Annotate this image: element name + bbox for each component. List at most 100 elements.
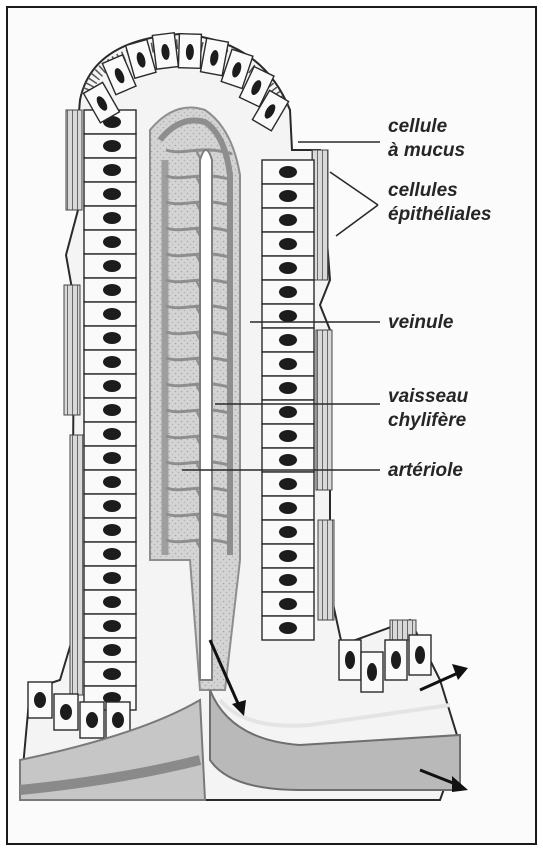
leader-epithelial-upper [330, 172, 378, 205]
cell-nucleus [103, 380, 121, 392]
cell-nucleus [103, 284, 121, 296]
cell-nucleus [103, 500, 121, 512]
lacteal-vessel [200, 150, 212, 680]
cell-nucleus [279, 334, 297, 346]
epithelial-cell [84, 542, 136, 566]
cell-nucleus [112, 712, 124, 728]
epithelial-cell [84, 566, 136, 590]
epithelial-cell [28, 682, 52, 718]
epithelial-cell [262, 616, 314, 640]
cell-nucleus [279, 550, 297, 562]
cell-nucleus [103, 236, 121, 248]
epithelial-cell [84, 350, 136, 374]
epithelial-cell [262, 448, 314, 472]
epithelial-cell [84, 662, 136, 686]
label-epithelial-line2: épithéliales [388, 204, 492, 225]
cell-nucleus [391, 651, 401, 669]
epithelial-cell [84, 518, 136, 542]
label-lacteal-line2: chylifère [388, 410, 467, 431]
epithelial-cell [84, 614, 136, 638]
cell-nucleus [279, 358, 297, 370]
epithelial-cell [84, 398, 136, 422]
cell-nucleus [103, 212, 121, 224]
epithelial-cell [54, 694, 78, 730]
epithelial-cell [262, 472, 314, 496]
cell-nucleus [60, 704, 72, 720]
label-mucus-cell-line1: cellule [388, 116, 448, 137]
epithelial-cell [84, 254, 136, 278]
arrow-head-right-icon [452, 664, 468, 680]
epithelial-cell [80, 702, 104, 738]
epithelial-cell [262, 184, 314, 208]
epithelial-cell [262, 352, 314, 376]
cell-nucleus [279, 262, 297, 274]
cell-nucleus [279, 406, 297, 418]
epithelial-cell [262, 208, 314, 232]
labels: cellule à mucus cellules épithéliales ve… [388, 116, 492, 481]
epithelial-cell [262, 424, 314, 448]
cell-nucleus [345, 651, 355, 669]
cell-nucleus [279, 454, 297, 466]
cell-nucleus [103, 164, 121, 176]
epithelial-cell [84, 302, 136, 326]
epithelial-cell [262, 544, 314, 568]
cell-nucleus [279, 478, 297, 490]
epithelial-cell [262, 376, 314, 400]
epithelial-cell [84, 470, 136, 494]
epithelial-cell [84, 278, 136, 302]
cell-nucleus [103, 404, 121, 416]
epithelial-cell [152, 33, 178, 69]
cell-nucleus [103, 644, 121, 656]
epithelial-cell [84, 422, 136, 446]
cell-nucleus [103, 260, 121, 272]
cell-nucleus [103, 356, 121, 368]
cell-nucleus [279, 190, 297, 202]
cell-nucleus [34, 692, 46, 708]
cell-nucleus [279, 622, 297, 634]
label-lacteal-line1: vaisseau [388, 386, 469, 407]
epithelial-cell [84, 494, 136, 518]
cell-nucleus [279, 430, 297, 442]
epithelial-cell [178, 34, 201, 69]
cell-nucleus [103, 140, 121, 152]
cell-nucleus [103, 620, 121, 632]
epithelial-cell [84, 158, 136, 182]
epithelial-cell [84, 374, 136, 398]
cell-nucleus [86, 712, 98, 728]
cell-nucleus [103, 332, 121, 344]
cell-nucleus [415, 646, 425, 664]
cell-nucleus [103, 476, 121, 488]
epithelial-cell [262, 304, 314, 328]
cell-nucleus [103, 668, 121, 680]
cell-nucleus [103, 572, 121, 584]
label-epithelial-line1: cellules [388, 180, 458, 201]
cell-nucleus [279, 502, 297, 514]
epithelial-cell [262, 496, 314, 520]
epithelial-cell [84, 446, 136, 470]
cell-nucleus [279, 286, 297, 298]
epithelial-cell [262, 232, 314, 256]
epithelial-cell [385, 640, 407, 680]
cell-nucleus [279, 238, 297, 250]
epithelial-cell [84, 134, 136, 158]
epithelial-cell [409, 635, 431, 675]
epithelial-cell [84, 638, 136, 662]
cell-nucleus [103, 428, 121, 440]
leader-epithelial-lower [336, 205, 378, 236]
cell-nucleus [103, 308, 121, 320]
label-mucus-cell-line2: à mucus [388, 140, 465, 161]
epithelial-cell [84, 230, 136, 254]
cell-nucleus [279, 382, 297, 394]
epithelial-cell [84, 590, 136, 614]
epithelial-cell [84, 326, 136, 350]
epithelial-cell [262, 592, 314, 616]
epithelial-cell [262, 160, 314, 184]
cell-nucleus [103, 188, 121, 200]
label-arteriole: artériole [388, 460, 463, 481]
cell-nucleus [103, 596, 121, 608]
cell-nucleus [279, 166, 297, 178]
cell-nucleus [103, 548, 121, 560]
epithelial-cell [84, 206, 136, 230]
cell-nucleus [279, 310, 297, 322]
